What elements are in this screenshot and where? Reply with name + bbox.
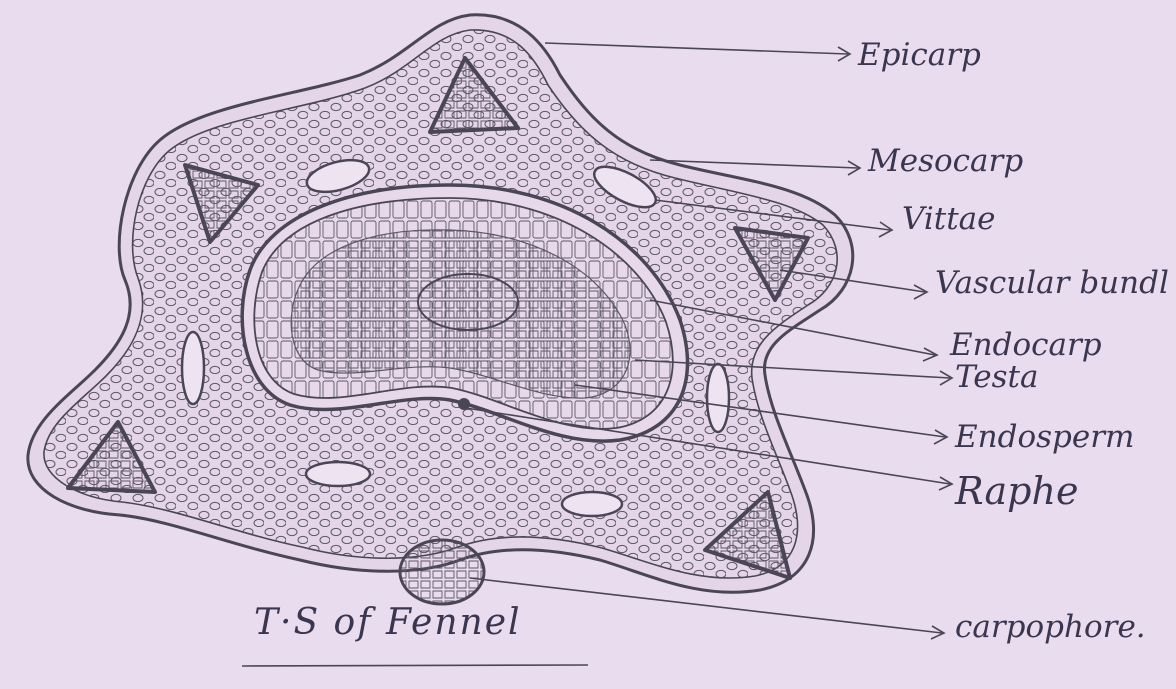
label-epicarp: Epicarp xyxy=(858,40,981,71)
vitta xyxy=(182,332,204,404)
label-endocarp: Endocarp xyxy=(950,330,1102,361)
label-mesocarp: Mesocarp xyxy=(868,146,1023,177)
label-vascular-bundle: Vascular bundl xyxy=(935,268,1169,299)
vitta xyxy=(562,492,622,516)
label-carpophore: carpophore. xyxy=(955,612,1146,643)
vitta xyxy=(707,364,729,432)
carpophore xyxy=(400,540,484,604)
embryo xyxy=(418,274,518,330)
label-testa: Testa xyxy=(955,362,1038,393)
label-endosperm: Endosperm xyxy=(955,422,1134,453)
label-vittae: Vittae xyxy=(902,204,996,235)
vitta xyxy=(306,462,370,486)
diagram-title: T·S of Fennel xyxy=(254,602,522,643)
label-raphe: Raphe xyxy=(955,472,1078,510)
